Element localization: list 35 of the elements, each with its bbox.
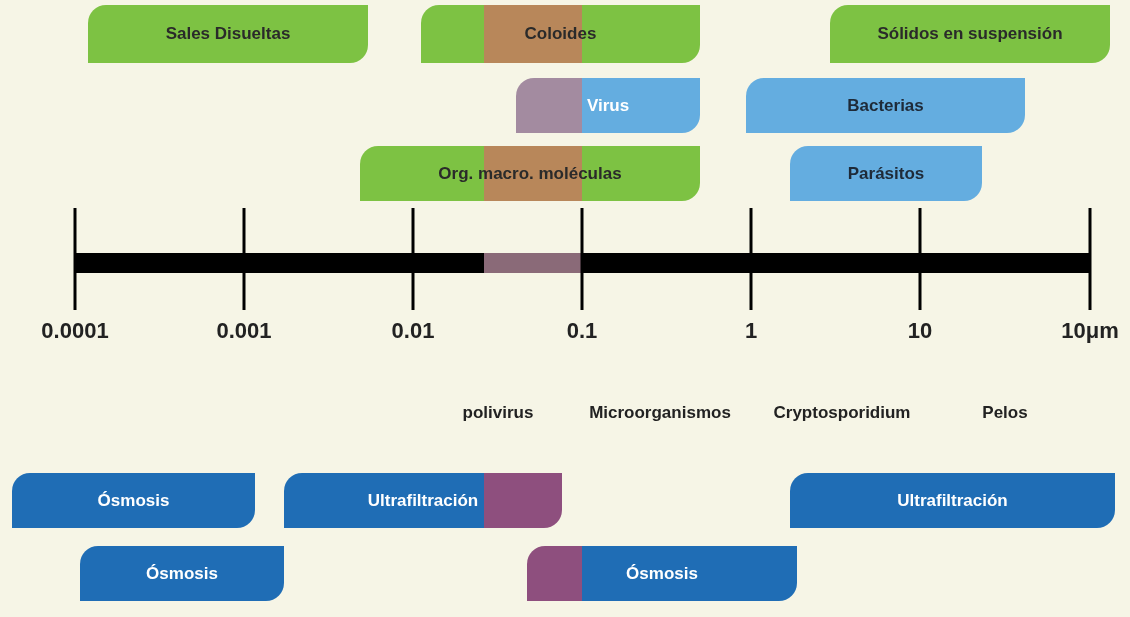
process-bar bbox=[284, 473, 562, 528]
tick-label: 0.001 bbox=[216, 318, 272, 344]
bar-label: Virus bbox=[586, 95, 630, 116]
organism-label: Microorganismos bbox=[589, 403, 731, 423]
organism-label: Cryptosporidium bbox=[773, 403, 911, 423]
tick-label: 10 bbox=[907, 318, 933, 344]
tick-label: 10μm bbox=[1061, 318, 1119, 344]
bar-label: Sales Disueltas bbox=[165, 24, 291, 44]
bar-label: Ósmosis bbox=[97, 490, 170, 511]
process-bar bbox=[790, 473, 1115, 528]
bar-label: Org. macro. moléculas bbox=[438, 163, 622, 184]
category-bar bbox=[360, 146, 700, 201]
tick-label: 0.0001 bbox=[41, 318, 109, 344]
category-bar bbox=[421, 5, 700, 63]
category-bar bbox=[790, 146, 982, 201]
category-bar bbox=[516, 78, 700, 133]
bar-label: Bacterias bbox=[847, 95, 924, 116]
tick-label: 1 bbox=[744, 318, 758, 344]
bar-label: Ultrafiltración bbox=[367, 490, 479, 511]
bar-label: Coloides bbox=[524, 24, 597, 44]
category-bar bbox=[746, 78, 1025, 133]
process-bar bbox=[80, 546, 284, 601]
organism-label: Pelos bbox=[982, 403, 1028, 423]
process-bar bbox=[12, 473, 255, 528]
category-bar bbox=[830, 5, 1110, 63]
tick-label: 0.1 bbox=[566, 318, 598, 344]
tick-label: 0.01 bbox=[391, 318, 435, 344]
bar-label: Ósmosis bbox=[146, 563, 218, 584]
process-bar bbox=[527, 546, 797, 601]
bar-label: Sólidos en suspensión bbox=[877, 24, 1063, 44]
category-bar bbox=[88, 5, 368, 63]
organism-label: polivirus bbox=[462, 403, 534, 423]
bar-label: Ósmosis bbox=[626, 563, 698, 584]
bar-label: Parásitos bbox=[847, 163, 925, 184]
bar-label: Ultrafiltración bbox=[897, 490, 1008, 511]
